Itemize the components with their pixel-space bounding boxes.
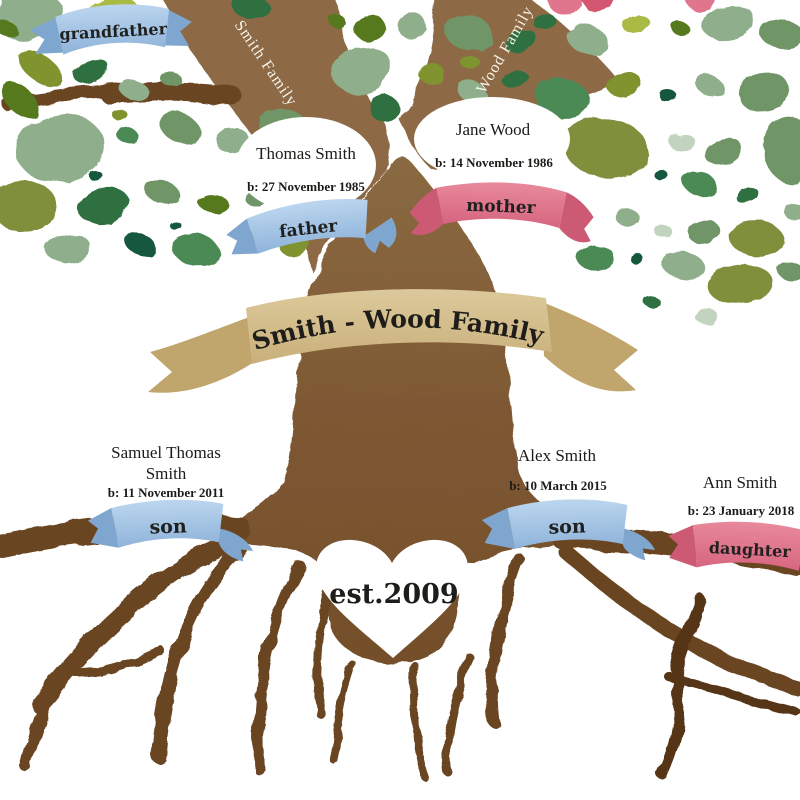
canopy-top-gap xyxy=(326,12,445,121)
canopy-right xyxy=(444,4,800,324)
father-oval xyxy=(236,117,376,213)
mother-birthdate: b: 14 November 1986 xyxy=(435,155,553,170)
daughter-label: daughter xyxy=(708,538,791,561)
child2-birthdate: b: 10 March 2015 xyxy=(509,478,607,493)
child1-name-line2: Smith xyxy=(146,464,187,483)
grandfather-ribbon: grandfather xyxy=(30,4,192,55)
child3-birthdate: b: 23 January 2018 xyxy=(688,503,795,518)
son1-ribbon: son xyxy=(87,499,253,562)
son2-label: son xyxy=(548,515,586,538)
child2-name: Alex Smith xyxy=(518,446,596,465)
son2-ribbon: son xyxy=(481,499,655,561)
center-banner: Smith - Wood Family xyxy=(148,289,638,393)
father-ribbon: father xyxy=(226,198,397,255)
canopy-left xyxy=(0,0,328,266)
child1-name-line1: Samuel Thomas xyxy=(111,443,221,462)
child1-birthdate: b: 11 November 2011 xyxy=(108,485,224,500)
mother-name: Jane Wood xyxy=(456,120,531,139)
daughter-ribbon: daughter xyxy=(668,521,800,571)
established-year: est.2009 xyxy=(329,579,458,610)
child3-name: Ann Smith xyxy=(703,473,778,492)
mother-oval xyxy=(414,97,570,181)
father-birthdate: b: 27 November 1985 xyxy=(247,179,365,194)
mother-label: mother xyxy=(466,196,537,218)
son1-label: son xyxy=(149,515,187,538)
grandmother-banner-fragment xyxy=(546,0,583,16)
father-name: Thomas Smith xyxy=(256,144,356,163)
heart-cutout xyxy=(315,539,469,658)
pink-blossoms xyxy=(546,0,715,16)
mother-ribbon: mother xyxy=(409,182,594,243)
